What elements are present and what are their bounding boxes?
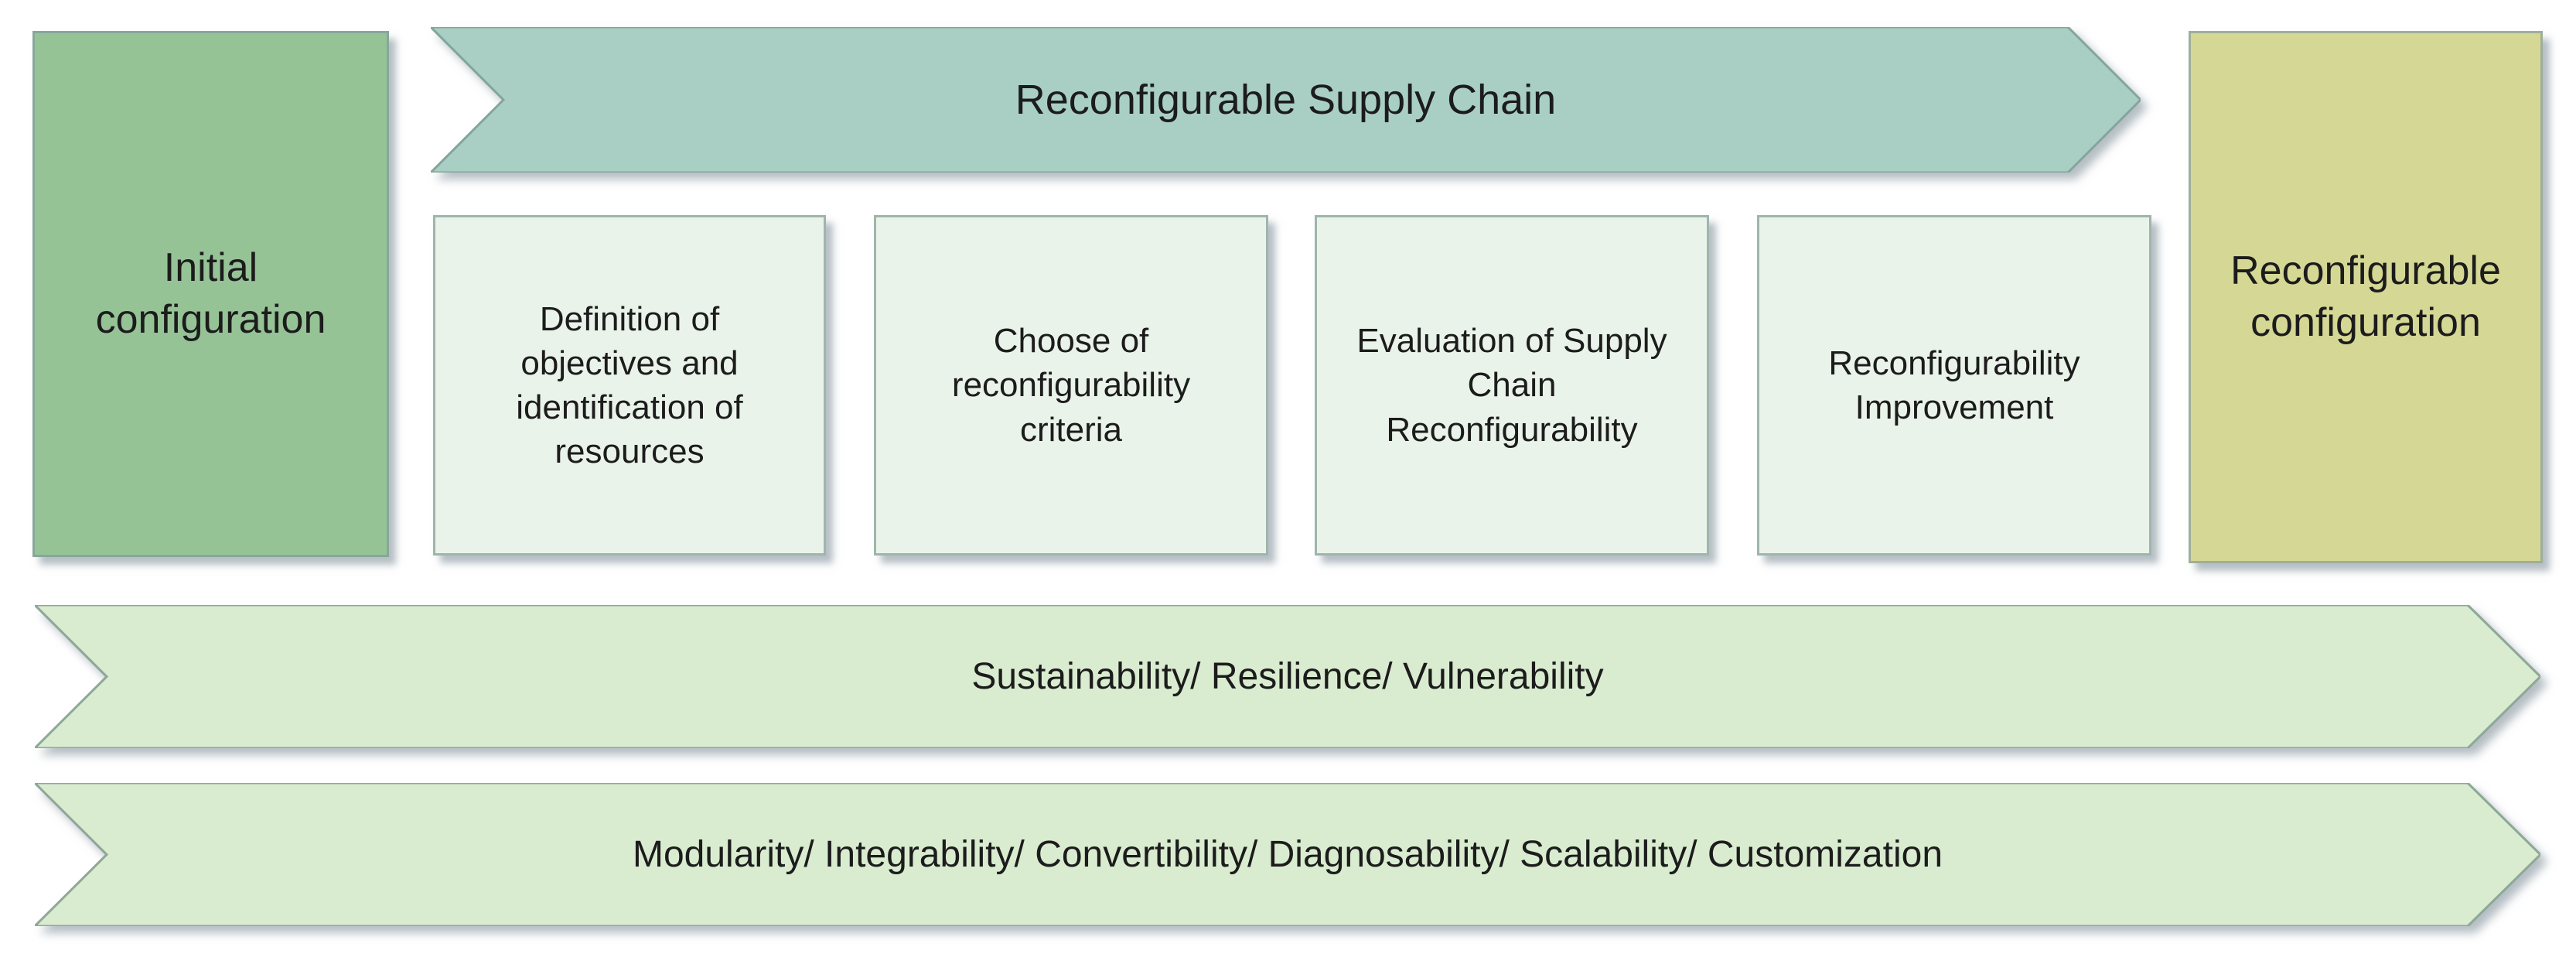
right-arrow-shape — [35, 783, 2540, 926]
initial-configuration-label: Initial configuration — [95, 245, 326, 342]
supply-chain-banner: Reconfigurable Supply Chain — [431, 27, 2141, 173]
step-box-reconfigurability-improvement: Reconfigurability Improvement — [1757, 215, 2151, 556]
step-label: Evaluation of Supply Chain Reconfigurabi… — [1356, 322, 1667, 449]
initial-configuration-box: Initial configuration — [32, 31, 389, 557]
supply-chain-banner-label: Reconfigurable Supply Chain — [1015, 77, 1557, 123]
step-box-choose-criteria: Choose of reconfigurability criteria — [874, 215, 1268, 556]
criteria-arrow-modularity-label: Modularity/ Integrability/ Convertibilit… — [632, 834, 1943, 875]
step-box-definition-objectives: Definition of objectives and identificat… — [433, 215, 826, 556]
step-label: Definition of objectives and identificat… — [516, 299, 743, 471]
step-label: Choose of reconfigurability criteria — [951, 322, 1191, 449]
criteria-arrow-sustainability: Sustainability/ Resilience/ Vulnerabilit… — [35, 605, 2540, 748]
step-label: Reconfigurability Improvement — [1828, 344, 2080, 426]
step-box-evaluation-reconfigurability: Evaluation of Supply Chain Reconfigurabi… — [1315, 215, 1709, 556]
right-arrow-shape — [35, 605, 2540, 748]
criteria-arrow-sustainability-label: Sustainability/ Resilience/ Vulnerabilit… — [971, 656, 1604, 697]
pennant-arrow-shape — [431, 27, 2141, 173]
reconfigurable-configuration-label: Reconfigurable configuration — [2230, 248, 2501, 345]
reconfigurable-configuration-box: Reconfigurable configuration — [2189, 31, 2543, 563]
criteria-arrow-modularity: Modularity/ Integrability/ Convertibilit… — [35, 783, 2540, 926]
